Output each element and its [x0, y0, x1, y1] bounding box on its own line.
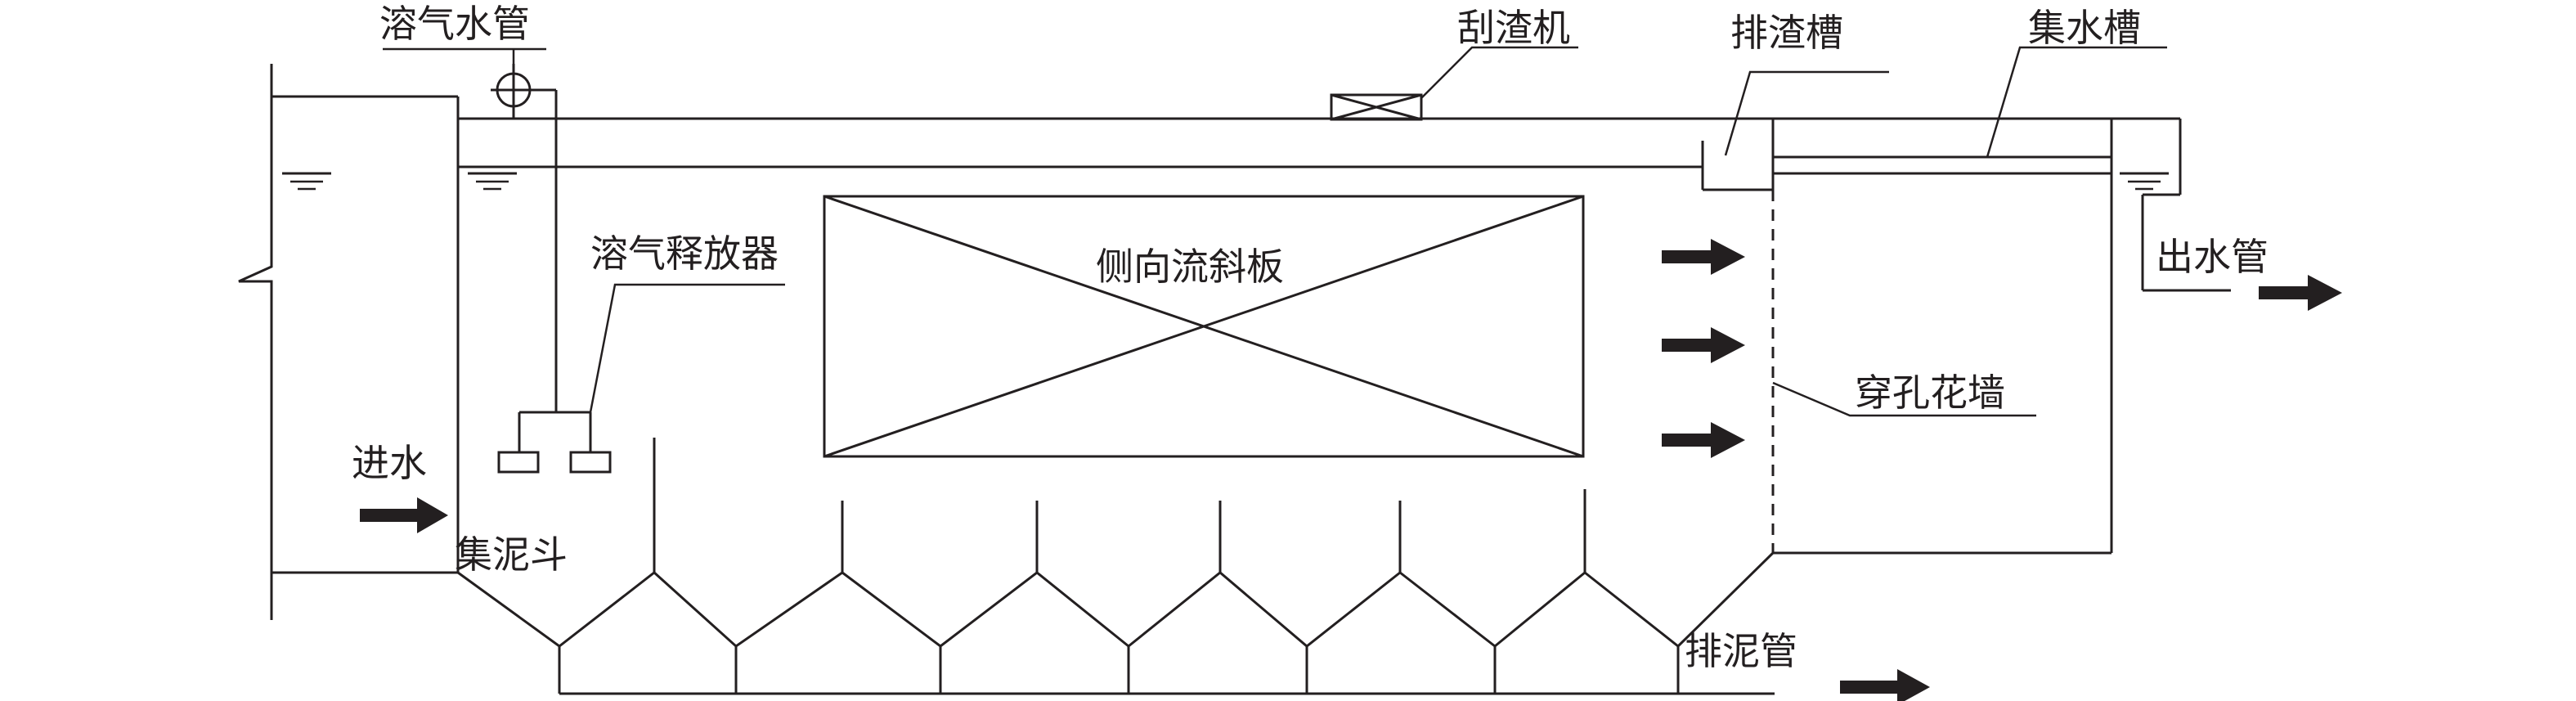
leader-lines	[383, 46, 2167, 417]
tank-top	[458, 117, 1773, 169]
flow-arrow-icon-1	[1662, 239, 1745, 275]
nozzle-left	[497, 451, 540, 474]
dissolved-air-pipe	[491, 64, 558, 412]
label-collection-trough: 集水槽	[2028, 6, 2141, 50]
label-outlet-pipe: 出水管	[2156, 235, 2269, 279]
label-scraper: 刮渣机	[1457, 6, 1570, 50]
sludge-pipe	[558, 646, 1775, 695]
flow-arrow-icon-3	[1662, 422, 1745, 458]
dissolved-air-releaser	[497, 411, 612, 474]
collection-chamber	[1773, 117, 2231, 555]
label-sludge-hopper: 集泥斗	[455, 532, 568, 577]
inclined-plate-box	[823, 195, 1585, 458]
outlet-arrow-icon	[2259, 275, 2342, 311]
inlet-chamber	[238, 64, 460, 620]
label-dissolved-air-releaser: 溶气释放器	[590, 231, 779, 276]
label-perforated-wall: 穿孔花墙	[1855, 371, 2005, 415]
scraper-icon	[1330, 93, 1423, 121]
label-sludge-pipe: 排泥管	[1685, 629, 1797, 673]
flow-arrow-icon-2	[1662, 327, 1745, 363]
label-inclined-plate: 侧向流斜板	[1096, 245, 1284, 289]
water-level-icon-3	[2120, 172, 2169, 191]
water-level-icon-1	[282, 172, 331, 191]
water-level-icon-2	[468, 172, 517, 191]
sludge-arrow-icon	[1840, 669, 1930, 701]
scum-trough	[1701, 141, 1773, 191]
label-scum-trough: 排渣槽	[1730, 11, 1843, 55]
inlet-arrow-icon	[360, 497, 448, 533]
nozzle-right	[569, 451, 612, 474]
label-dissolved-air-pipe: 溶气水管	[379, 2, 530, 46]
label-inlet: 进水	[352, 441, 427, 485]
